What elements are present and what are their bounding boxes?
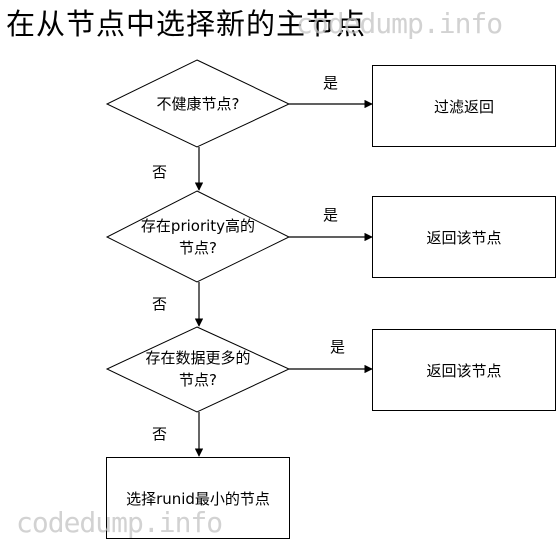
yes-label-1: 是	[323, 74, 339, 92]
no-label-3: 否	[152, 425, 168, 443]
decision-label-2: 存在priority高的 节点?	[117, 215, 279, 259]
result-2-text: 返回该节点	[426, 228, 502, 247]
no-label-2: 否	[152, 295, 168, 313]
watermark-top: codedump.info	[296, 7, 503, 40]
result-box-3: 返回该节点	[372, 329, 556, 411]
yes-label-2: 是	[323, 206, 339, 224]
decision-2-line2: 节点?	[179, 239, 217, 257]
decision-3-line1: 存在数据更多的	[145, 349, 251, 367]
final-box-text: 选择runid最小的节点	[126, 489, 270, 508]
watermark-bottom: codedump.info	[16, 506, 223, 539]
decision-2-line1: 存在priority高的	[140, 217, 256, 235]
decision-1-line1: 不健康节点?	[156, 95, 240, 113]
decision-label-1: 不健康节点?	[117, 93, 279, 115]
result-box-1: 过滤返回	[372, 65, 556, 147]
final-box: 选择runid最小的节点	[106, 457, 290, 539]
result-box-2: 返回该节点	[372, 196, 556, 278]
decision-3-line2: 节点?	[179, 371, 217, 389]
result-3-text: 返回该节点	[426, 361, 502, 380]
diagram-title: 在从节点中选择新的主节点	[6, 7, 367, 41]
decision-label-3: 存在数据更多的 节点?	[117, 347, 279, 391]
decision-diamond-3	[105, 326, 291, 413]
no-label-1: 否	[152, 163, 168, 181]
decision-diamond-2	[105, 190, 291, 283]
decision-diamond-1	[105, 59, 291, 148]
yes-label-3: 是	[330, 338, 346, 356]
result-1-text: 过滤返回	[433, 97, 494, 116]
